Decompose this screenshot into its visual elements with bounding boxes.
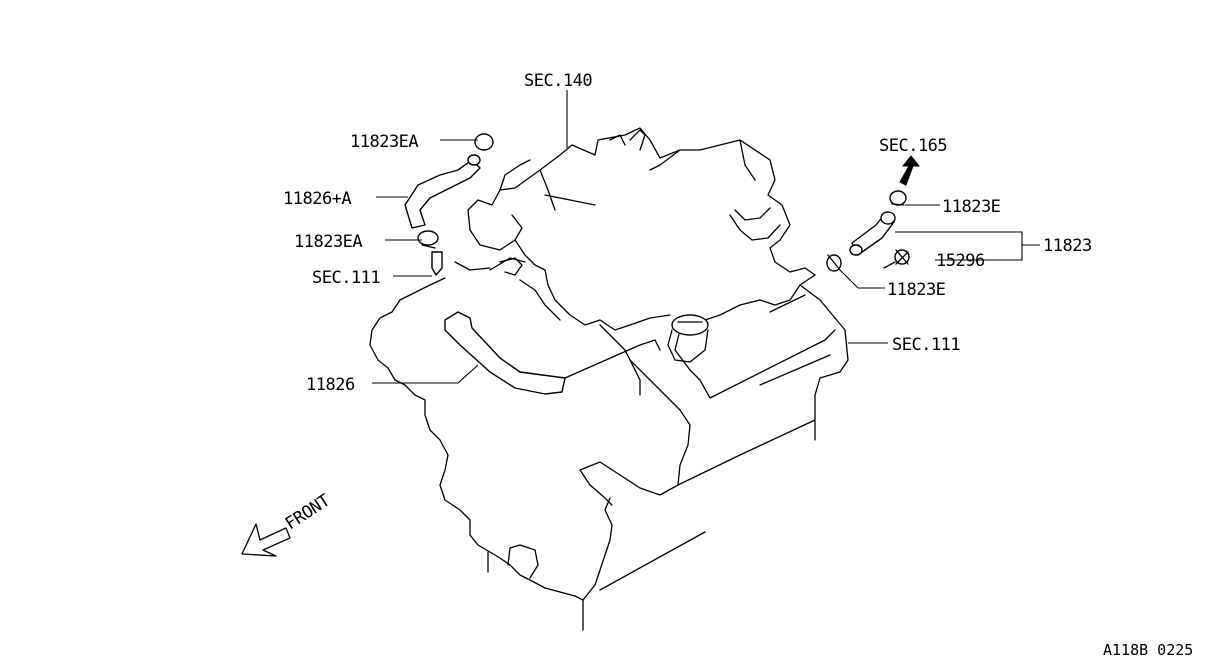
hose-11823 (849, 211, 896, 256)
label-front: FRONT (282, 491, 334, 534)
valve-15296 (883, 249, 910, 269)
pipe-sec111-left (431, 251, 443, 276)
hose-11826a (404, 159, 481, 229)
label-11823e-bot: 11823E (887, 280, 946, 300)
clamp-11823ea-top (467, 133, 494, 166)
diagram-code: A118B 0225 (1103, 641, 1193, 659)
label-11823: 11823 (1043, 236, 1092, 256)
label-11823ea-mid: 11823EA (294, 232, 362, 252)
label-sec111-right: SEC.111 (892, 335, 960, 355)
label-11826a: 11826+A (283, 189, 351, 209)
arrow-up-icon (899, 155, 921, 186)
label-11823e-top: 11823E (942, 197, 1001, 217)
label-15296: 15296 (936, 251, 985, 271)
front-arrow-icon (241, 523, 291, 557)
label-sec165: SEC.165 (879, 136, 947, 156)
clamp-11823e-bot (826, 254, 842, 272)
hose-11826 (444, 311, 641, 395)
label-sec111-left: SEC.111 (312, 268, 380, 288)
label-sec140: SEC.140 (524, 71, 592, 91)
leader-lines (372, 90, 1040, 384)
clamp-11823e-top (889, 190, 907, 206)
engine-block-outline (369, 127, 849, 631)
label-11823ea-top: 11823EA (350, 132, 418, 152)
clamp-11823ea-mid (417, 230, 439, 249)
label-11826: 11826 (306, 375, 355, 395)
